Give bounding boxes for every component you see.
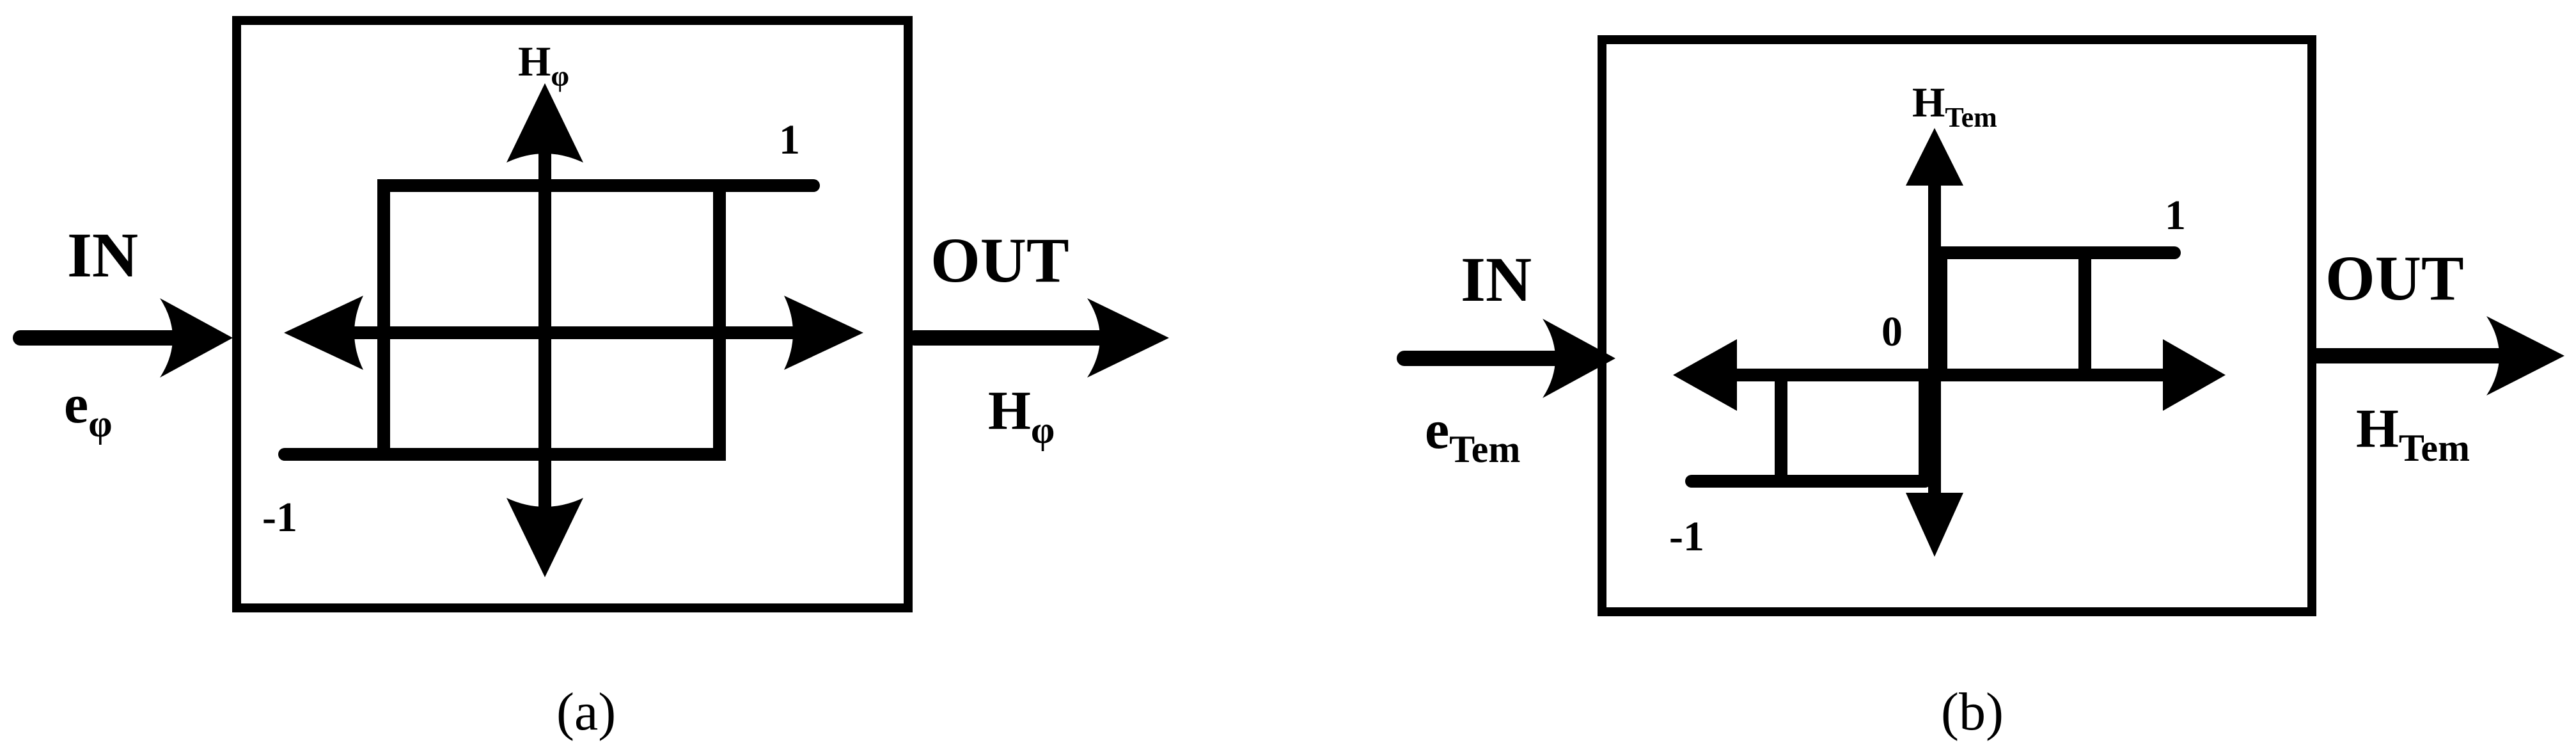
panel-b-caption: (b) [1941, 682, 2004, 742]
panel-a-input-signal: eφ [64, 373, 113, 445]
panel-a-left-arrowhead [284, 296, 363, 370]
panel-b-up-arrowhead [1906, 128, 1963, 186]
panel-a-up-arrowhead [507, 83, 583, 163]
panel-b-output-arrowhead [2486, 316, 2564, 395]
panel-b-input-label: IN [1461, 244, 1532, 315]
panel-a-output-arrowhead [1087, 298, 1169, 378]
panel-a: IN eφ OUT Hφ Hφ 1 -1 (a) [13, 16, 1169, 742]
panel-b-output-signal: HTem [2356, 397, 2470, 469]
panel-a-level-low: -1 [262, 494, 297, 541]
panel-a-input-label: IN [67, 219, 138, 291]
panel-b-level-zero: 0 [1881, 308, 1903, 355]
panel-b-left-arrowhead [1673, 339, 1737, 411]
panel-b: IN eTem OUT HTem HTem 1 0 -1 (b) [1397, 35, 2564, 742]
panel-a-hysteresis-loop [278, 179, 820, 461]
panel-b-level-low: -1 [1669, 513, 1704, 560]
panel-a-level-high: 1 [779, 116, 800, 163]
panel-b-down-arrowhead [1906, 493, 1963, 557]
panel-b-right-arrowhead [2163, 339, 2226, 411]
panel-a-down-arrowhead [507, 498, 583, 577]
panel-a-block [232, 16, 913, 612]
panel-b-upper-loop [1935, 246, 2181, 381]
panel-a-axis-label: Hφ [518, 38, 569, 92]
panel-b-block [1598, 35, 2316, 616]
panel-a-output-label: OUT [931, 225, 1069, 296]
panel-a-right-arrowhead [784, 296, 863, 370]
panel-b-output-label: OUT [2325, 243, 2464, 314]
panel-a-input-arrowhead [160, 298, 233, 378]
panel-b-input-signal: eTem [1425, 399, 1520, 470]
panel-b-axis-label: HTem [1912, 79, 1997, 133]
panel-a-caption: (a) [556, 682, 616, 742]
panel-a-output-signal: Hφ [988, 379, 1055, 451]
panel-b-level-high: 1 [2165, 192, 2186, 239]
panel-b-lower-loop [1685, 369, 1931, 488]
panel-b-input-arrowhead [1543, 319, 1615, 398]
